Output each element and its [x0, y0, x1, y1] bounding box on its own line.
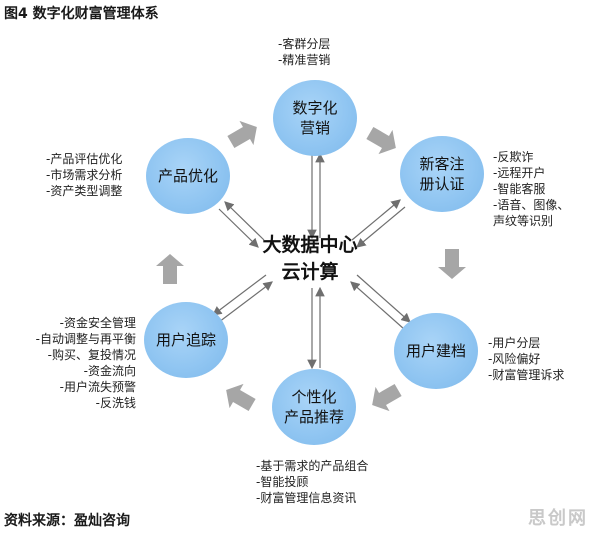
note-item: -精准营销	[278, 53, 331, 67]
connector-modeling	[350, 274, 411, 330]
cycle-arrow-optimize-to-marketing	[227, 120, 257, 149]
figure-title: 图4 数字化财富管理体系	[4, 6, 159, 22]
node-product-optimization: 产品优化	[146, 138, 230, 214]
note-item: -客群分层	[278, 37, 331, 51]
note-item: -用户流失预警	[59, 380, 136, 394]
note-item: -风险偏好	[488, 352, 541, 366]
center-label-line2: 云计算	[281, 261, 339, 283]
node-registration-auth: 新客注 册认证	[400, 136, 484, 212]
source-caption: 资料来源：盈灿咨询	[4, 513, 130, 529]
connector-auth	[351, 199, 406, 248]
notes-personalized-recommendation: -基于需求的产品组合 -智能投顾 -财富管理信息资讯	[256, 458, 368, 506]
notes-registration-auth: -反欺诈 -远程开户 -智能客服 -语音、图像、 声纹等识别	[493, 149, 569, 229]
note-item: -远程开户	[493, 166, 546, 180]
center-hub: 大数据中心 云计算	[240, 232, 380, 286]
node-label: 数字化	[292, 99, 338, 117]
cycle-arrow-modeling-to-recommend	[372, 383, 402, 412]
note-item: -智能客服	[493, 182, 546, 196]
node-personalized-recommendation: 个性化 产品推荐	[272, 369, 356, 445]
note-item: -资金流向	[83, 364, 136, 378]
center-label-line1: 大数据中心	[262, 234, 358, 256]
note-item: -反欺诈	[493, 150, 534, 164]
notes-user-tracking: -资金安全管理 -自动调整与再平衡 -购买、复投情况 -资金流向 -用户流失预警…	[8, 315, 136, 411]
note-item: -基于需求的产品组合	[256, 459, 369, 473]
note-item: -产品评估优化	[46, 152, 123, 166]
note-item: 声纹等识别	[493, 214, 554, 228]
note-item: -资产类型调整	[46, 184, 123, 198]
notes-digital-marketing: -客群分层 -精准营销	[278, 36, 330, 68]
node-label: 产品优化	[157, 167, 218, 185]
notes-product-optimization: -产品评估优化 -市场需求分析 -资产类型调整	[46, 151, 122, 199]
node-user-tracking: 用户追踪	[144, 302, 228, 378]
note-item: -反洗钱	[95, 396, 136, 410]
connector-recommend	[307, 286, 325, 370]
notes-user-profiling: -用户分层 -风险偏好 -财富管理诉求	[488, 335, 564, 383]
note-item: -自动调整与再平衡	[35, 332, 136, 346]
connector-optimize	[218, 201, 265, 248]
node-label: 产品推荐	[283, 408, 344, 426]
note-item: -资金安全管理	[59, 316, 136, 330]
node-label: 册认证	[419, 175, 465, 193]
note-item: -财富管理诉求	[488, 368, 565, 382]
node-label: 新客注	[419, 155, 465, 173]
cycle-arrow-tracking-to-optimize	[156, 254, 184, 284]
node-digital-marketing: 数字化 营销	[273, 80, 357, 156]
node-user-profiling: 用户建档	[394, 313, 478, 389]
note-item: -市场需求分析	[46, 168, 123, 182]
node-label: 营销	[299, 119, 330, 137]
connector-tracking	[212, 274, 273, 323]
note-item: -购买、复投情况	[47, 348, 136, 362]
node-label: 个性化	[291, 388, 337, 406]
cycle-arrow-marketing-to-auth	[366, 126, 396, 155]
note-item: -智能投顾	[256, 475, 309, 489]
note-item: -财富管理信息资讯	[256, 491, 357, 505]
note-item: -用户分层	[488, 336, 541, 350]
cycle-arrow-auth-to-modeling	[438, 249, 466, 279]
connector-marketing	[307, 152, 325, 240]
cycle-arrow-recommend-to-tracking	[226, 383, 256, 412]
watermark: 思创网	[528, 508, 588, 529]
note-item: -语音、图像、	[493, 198, 570, 212]
node-label: 用户建档	[405, 342, 466, 360]
node-label: 用户追踪	[155, 331, 216, 349]
